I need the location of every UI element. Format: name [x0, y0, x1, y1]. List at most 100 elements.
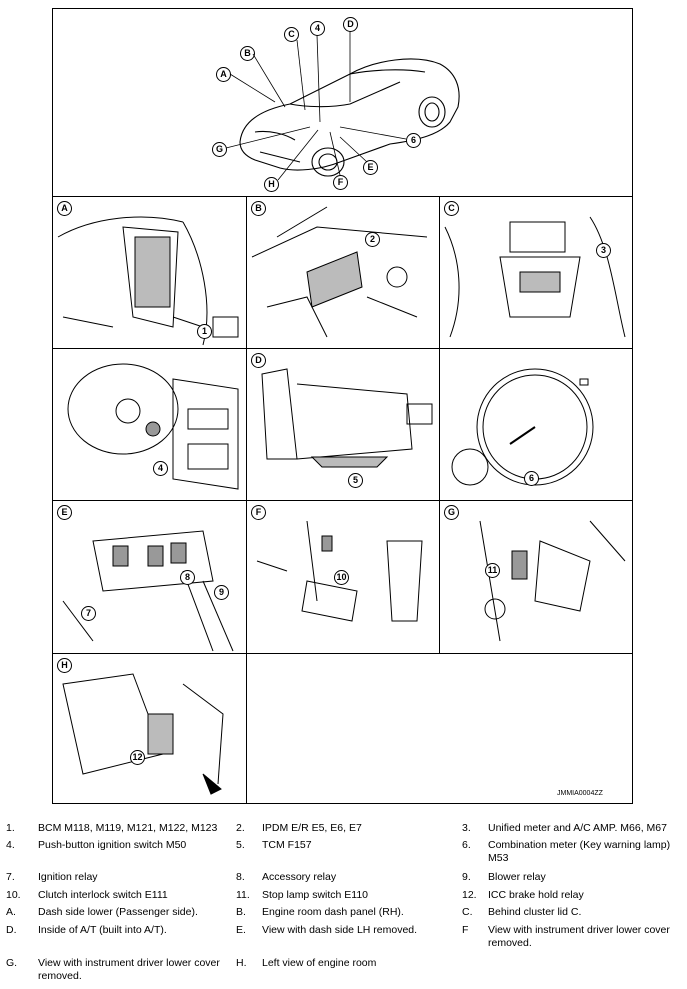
legend-item: 2. IPDM E/R E5, E6, E7: [236, 822, 456, 836]
grid-line: [52, 196, 633, 197]
legend-item: 10. Clutch interlock switch E111: [6, 889, 232, 903]
legend-item: 1. BCM M118, M119, M121, M122, M123: [6, 822, 232, 836]
panel-a-drawing: [57, 216, 239, 346]
panel-4: 4: [53, 349, 245, 499]
panel-callout: 7: [81, 606, 96, 621]
legend-text: Push-button ignition switch M50: [38, 839, 187, 851]
legend-text: Ignition relay: [38, 871, 98, 883]
legend-item: D. Inside of A/T (built into A/T).: [6, 924, 232, 938]
legend-text: Dash side lower (Passenger side).: [38, 906, 198, 918]
legend-num: 9.: [462, 871, 471, 883]
legend-num: E.: [236, 924, 246, 936]
legend-item: A. Dash side lower (Passenger side).: [6, 906, 232, 920]
legend-num: 8.: [236, 871, 245, 883]
panel-c: C 3: [440, 197, 632, 347]
legend-item: C. Behind cluster lid C.: [462, 906, 684, 920]
legend-num: G.: [6, 957, 18, 969]
car-callout: H: [264, 177, 279, 192]
panel-callout: 1: [197, 324, 212, 339]
legend-item: 6. Combination meter (Key warning lamp) …: [462, 839, 684, 867]
panel-callout: 5: [348, 473, 363, 488]
panel-h: H 12: [53, 654, 245, 803]
panel-4-drawing: [67, 363, 239, 490]
panel-letter: G: [444, 505, 459, 520]
car-callout: C: [284, 27, 299, 42]
panel-letter: D: [251, 353, 266, 368]
legend-num: 10.: [6, 889, 21, 901]
legend-text: Unified meter and A/C AMP. M66, M67: [488, 822, 667, 834]
panel-d-drawing: [261, 368, 433, 468]
panel-f-drawing: [256, 520, 423, 622]
legend-num: F: [462, 924, 469, 936]
panel-callout: 4: [153, 461, 168, 476]
legend-item: 3. Unified meter and A/C AMP. M66, M67: [462, 822, 684, 836]
legend-num: 5.: [236, 839, 245, 851]
legend-item: F View with instrument driver lower cove…: [462, 924, 684, 952]
panel-6: 6: [440, 349, 632, 499]
legend-num: A.: [6, 906, 16, 918]
panel-letter: A: [57, 201, 72, 216]
legend-num: 6.: [462, 839, 471, 851]
car-callout: G: [212, 142, 227, 157]
legend-text: Combination meter (Key warning lamp) M53: [488, 839, 671, 864]
legend-text: Inside of A/T (built into A/T).: [38, 924, 167, 936]
panel-letter: B: [251, 201, 266, 216]
legend-text: View with instrument driver lower cover …: [38, 957, 220, 982]
legend-item: B. Engine room dash panel (RH).: [236, 906, 456, 920]
panel-callout: 9: [214, 585, 229, 600]
legend-num: D.: [6, 924, 17, 936]
legend-text: Left view of engine room: [262, 957, 377, 969]
panel-letter: C: [444, 201, 459, 216]
legend-item: 12. ICC brake hold relay: [462, 889, 684, 903]
panel-letter: H: [57, 658, 72, 673]
panel-a: A 1: [53, 197, 245, 347]
legend-num: B.: [236, 906, 246, 918]
legend-text: Behind cluster lid C.: [488, 906, 582, 918]
panel-callout: 10: [334, 570, 349, 585]
panel-h-drawing: [62, 673, 224, 795]
legend-item: 9. Blower relay: [462, 871, 684, 885]
diagram-frame: [52, 8, 633, 804]
legend-text: TCM F157: [262, 839, 312, 851]
grid-line: [52, 653, 633, 654]
panel-g: G 11: [440, 501, 632, 652]
legend-item: E. View with dash side LH removed.: [236, 924, 456, 938]
panel-b-drawing: [251, 206, 428, 338]
legend-num: 2.: [236, 822, 245, 834]
panel-f: F 10: [247, 501, 438, 652]
legend-item: 5. TCM F157: [236, 839, 456, 853]
legend-num: 4.: [6, 839, 15, 851]
figure-code: JMMIA0004ZZ: [557, 790, 603, 797]
legend-num: 1.: [6, 822, 15, 834]
legend-text: Engine room dash panel (RH).: [262, 906, 404, 918]
car-callout: D: [343, 17, 358, 32]
car-callout: 4: [310, 21, 325, 36]
panel-b: B 2: [247, 197, 438, 347]
grid-line: [52, 348, 633, 349]
panel-callout: 6: [524, 471, 539, 486]
grid-line: [246, 196, 247, 653]
grid-line: [52, 500, 633, 501]
legend-text: View with dash side LH removed.: [262, 924, 418, 936]
legend-item: G. View with instrument driver lower cov…: [6, 957, 232, 985]
panel-g-drawing: [479, 520, 626, 642]
legend-item: 4. Push-button ignition switch M50: [6, 839, 232, 853]
legend-item: 8. Accessory relay: [236, 871, 456, 885]
panel-callout: 11: [485, 563, 500, 578]
legend-num: 3.: [462, 822, 471, 834]
panel-letter: E: [57, 505, 72, 520]
panel-callout: 12: [130, 750, 145, 765]
legend-text: Blower relay: [488, 871, 546, 883]
legend-text: IPDM E/R E5, E6, E7: [262, 822, 362, 834]
panel-c-drawing: [444, 216, 626, 338]
car-callout: A: [216, 67, 231, 82]
legend-text: Stop lamp switch E110: [262, 889, 369, 901]
legend-text: View with instrument driver lower cover …: [488, 924, 670, 949]
legend-text: ICC brake hold relay: [488, 889, 584, 901]
car-overview: A B C 4 D 6 E F H G: [200, 12, 470, 194]
grid-line: [439, 196, 440, 653]
car-callout: F: [333, 175, 348, 190]
legend-num: 7.: [6, 871, 15, 883]
panel-callout: 8: [180, 570, 195, 585]
panel-callout: 2: [365, 232, 380, 247]
